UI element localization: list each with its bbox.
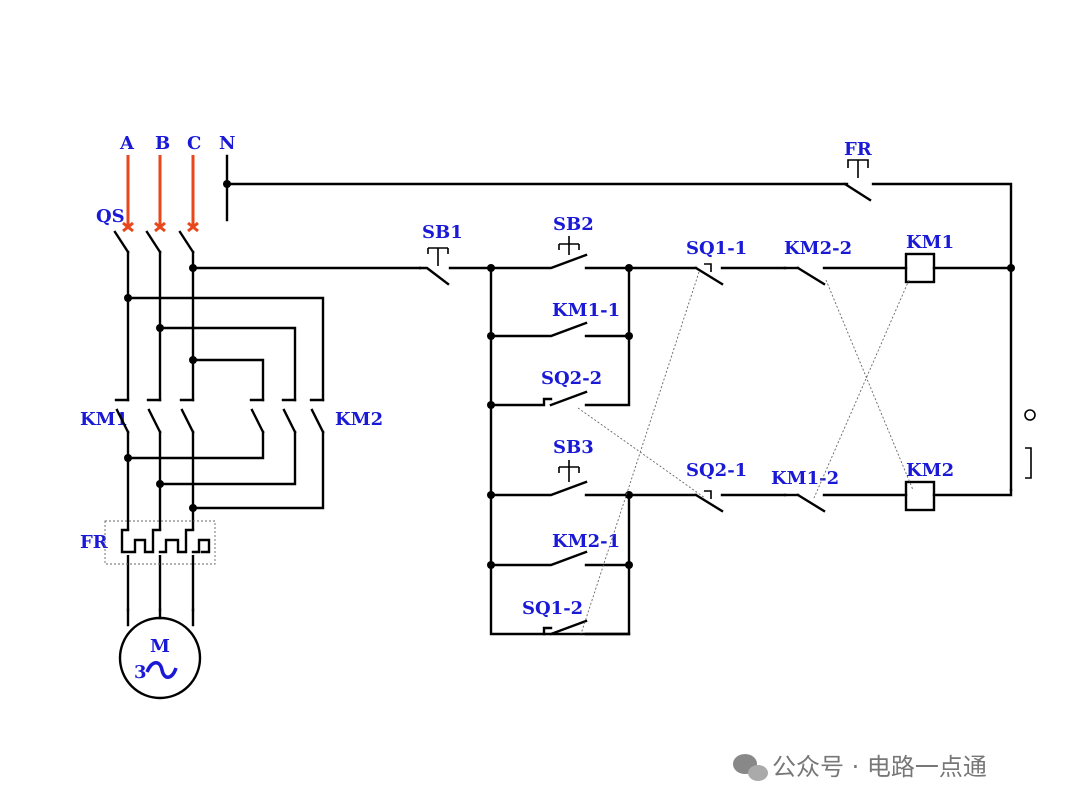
motor-letter: M — [150, 636, 170, 657]
sb3-label: SB3 — [553, 437, 594, 458]
km2-hold-label: KM2-1 — [552, 531, 620, 552]
sq2-1-label: SQ2-1 — [686, 460, 747, 481]
sb1-label: SB1 — [422, 222, 463, 243]
km2-interlock-label: KM2-2 — [784, 238, 852, 259]
coil-km1 — [904, 252, 936, 284]
linkage-sq2 — [577, 407, 706, 499]
control-circuit: FR SB1 SB2 KM1-1 SQ2-2 SB3 KM2-1 — [225, 139, 1015, 636]
motor: M 3 — [118, 608, 202, 700]
watermark-text: 公众号 · 电路一点通 — [772, 753, 987, 781]
qs-fuse-mark-b — [154, 221, 166, 233]
motor-circle — [118, 616, 202, 700]
km1-main-contacts: KM1 — [80, 398, 195, 612]
km1-hold-label: KM1-1 — [552, 300, 620, 321]
km1-interlock-label: KM1-2 — [771, 468, 839, 489]
coil-km1-label: KM1 — [906, 232, 954, 253]
motor-ac-symbol — [145, 661, 178, 679]
sq2-2-label: SQ2-2 — [541, 368, 602, 389]
sb2-label: SB2 — [553, 214, 594, 235]
wechat-icon — [733, 754, 768, 781]
qs-fuse-mark-c — [187, 221, 199, 233]
linkage-km1 — [825, 279, 914, 491]
coil-km2 — [904, 480, 936, 512]
motor-phase-count: 3 — [134, 662, 147, 683]
linkage-km2 — [813, 279, 910, 499]
qs-label: QS — [96, 206, 125, 227]
coil-km2-label: KM2 — [906, 460, 954, 481]
watermark: 公众号 · 电路一点通 — [733, 753, 987, 781]
km2-main-label: KM2 — [335, 409, 383, 430]
qs-fuse-mark-a — [122, 221, 134, 233]
phase-label-c: C — [187, 133, 201, 154]
linkage-sq1 — [580, 271, 700, 635]
sq1-1-label: SQ1-1 — [686, 238, 747, 259]
fr-main-label: FR — [80, 532, 109, 553]
edge-marks — [1024, 409, 1036, 479]
km1-main-label: KM1 — [80, 409, 128, 430]
phase-label-n: N — [219, 133, 235, 154]
fr-contact-label: FR — [844, 139, 873, 160]
phase-label-a: A — [119, 133, 135, 154]
phase-supply: A B C N — [119, 133, 235, 233]
fr-thermal-overload: FR — [80, 520, 216, 565]
km2-reverse-wiring-top — [124, 294, 325, 402]
qs-switch: QS — [96, 206, 195, 402]
phase-label-b: B — [155, 133, 170, 154]
km2-main-contacts: KM2 — [124, 398, 383, 512]
sq1-2-label: SQ1-2 — [522, 598, 583, 619]
